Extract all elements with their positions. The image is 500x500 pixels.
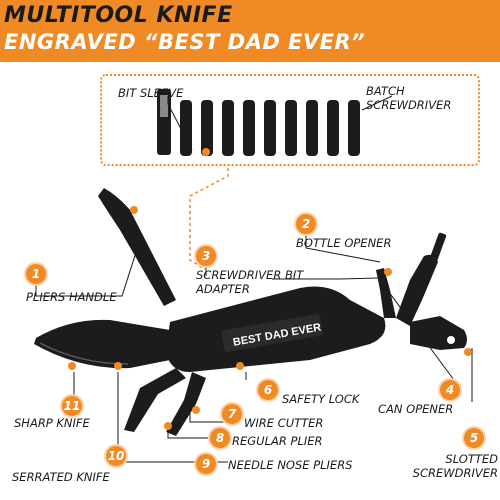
multitool — [34, 188, 467, 436]
callout-can-opener: CAN OPENER — [378, 402, 454, 416]
pliers-handle-arm — [98, 188, 176, 306]
knife-blade — [34, 319, 170, 369]
screwdriver-arm — [376, 268, 396, 318]
title-banner: MULTITOOL KNIFE ENGRAVED “BEST DAD EVER” — [0, 0, 500, 62]
pointer-dot — [164, 422, 172, 430]
badge-5: 5 — [464, 428, 484, 448]
badge-6: 6 — [258, 380, 278, 400]
bit-set — [157, 89, 360, 156]
callout-needle-nose-pliers: NEEDLE NOSE PLIERS — [228, 458, 353, 472]
plier-jaw-2 — [166, 372, 206, 436]
bit-set-box — [100, 74, 480, 166]
callout-serrated-knife: SERRATED KNIFE — [12, 470, 110, 484]
title-line-2: ENGRAVED “BEST DAD EVER” — [4, 30, 366, 54]
callout-slotted-screwdriver: SLOTTED SCREWDRIVER — [412, 452, 498, 480]
pointer-dot — [68, 362, 76, 370]
pointer-dot — [114, 362, 122, 370]
pointer-dot — [464, 348, 472, 356]
badge-7: 7 — [222, 404, 242, 424]
callout-bottle-opener: BOTTLE OPENER — [296, 236, 392, 250]
badge-8: 8 — [210, 428, 230, 448]
pointer-dot — [130, 206, 138, 214]
screwdriver-bits — [180, 100, 360, 156]
pointer-dot — [236, 362, 244, 370]
title-line-1: MULTITOOL KNIFE — [4, 3, 233, 28]
pointer-dot — [384, 268, 392, 276]
batch-screwdriver-label: BATCH SCREWDRIVER — [366, 84, 452, 112]
can-opener-arm — [410, 316, 467, 350]
badge-3: 3 — [196, 246, 216, 266]
badge-1: 1 — [26, 264, 46, 284]
callout-regular-plier: REGULAR PLIER — [232, 434, 323, 448]
callout-wire-cutter: WIRE CUTTER — [244, 416, 324, 430]
plier-jaw-1 — [124, 368, 186, 432]
callout-safety-lock: SAFETY LOCK — [282, 392, 360, 406]
badge-11: 11 — [62, 396, 82, 416]
callout-bit-adapter: SCREWDRIVER BIT ADAPTER — [196, 268, 304, 296]
badge-2: 2 — [296, 214, 316, 234]
badge-9: 9 — [196, 454, 216, 474]
slotted-screwdriver — [421, 232, 447, 284]
pointer-dot — [202, 148, 210, 156]
callout-sharp-knife: SHARP KNIFE — [14, 416, 90, 430]
badge-10: 10 — [106, 446, 126, 466]
badge-4: 4 — [440, 380, 460, 400]
pointer-dot — [192, 406, 200, 414]
callout-pliers-handle: PLIERS HANDLE — [26, 290, 117, 304]
